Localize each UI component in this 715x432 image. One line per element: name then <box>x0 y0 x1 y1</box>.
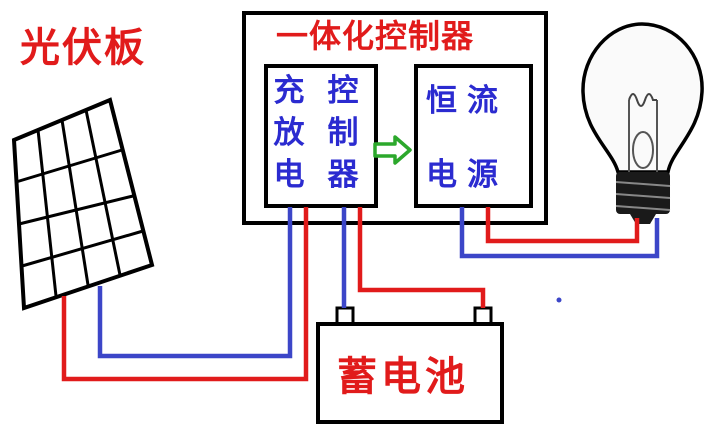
battery-label: 蓄电池 <box>337 353 469 400</box>
stray-dot <box>556 297 562 303</box>
bulb-negative-wire <box>459 207 660 259</box>
cc-char: 器 <box>327 157 359 193</box>
solar-panel-icon <box>11 97 155 311</box>
charge-controller-text-col1: 充 放 电 <box>271 70 307 196</box>
cc-char: 制 <box>327 115 359 151</box>
cc-char: 电 <box>273 157 305 193</box>
constant-current-label-line1: 恒流 <box>426 83 508 119</box>
light-bulb-icon <box>581 22 704 224</box>
charge-controller-box <box>264 64 378 208</box>
cc-char: 充 <box>273 73 305 109</box>
flow-arrow-icon <box>373 135 412 165</box>
constant-current-label-line2: 电源 <box>426 157 508 193</box>
wires <box>61 207 660 382</box>
solar-panel-label: 光伏板 <box>20 24 146 71</box>
battery-positive-wire <box>357 207 486 308</box>
battery-icon <box>316 306 504 424</box>
constant-current-box <box>414 64 533 208</box>
solar-negative-wire <box>97 207 293 359</box>
cc-char: 控 <box>327 73 359 109</box>
charge-controller-text-col2: 控 制 器 <box>325 70 361 196</box>
integrated-controller-box <box>242 11 548 225</box>
bulb-positive-wire <box>485 207 640 244</box>
solar-positive-wire <box>61 207 309 382</box>
controller-title: 一体化控制器 <box>276 17 475 55</box>
cc-char: 放 <box>273 115 305 151</box>
